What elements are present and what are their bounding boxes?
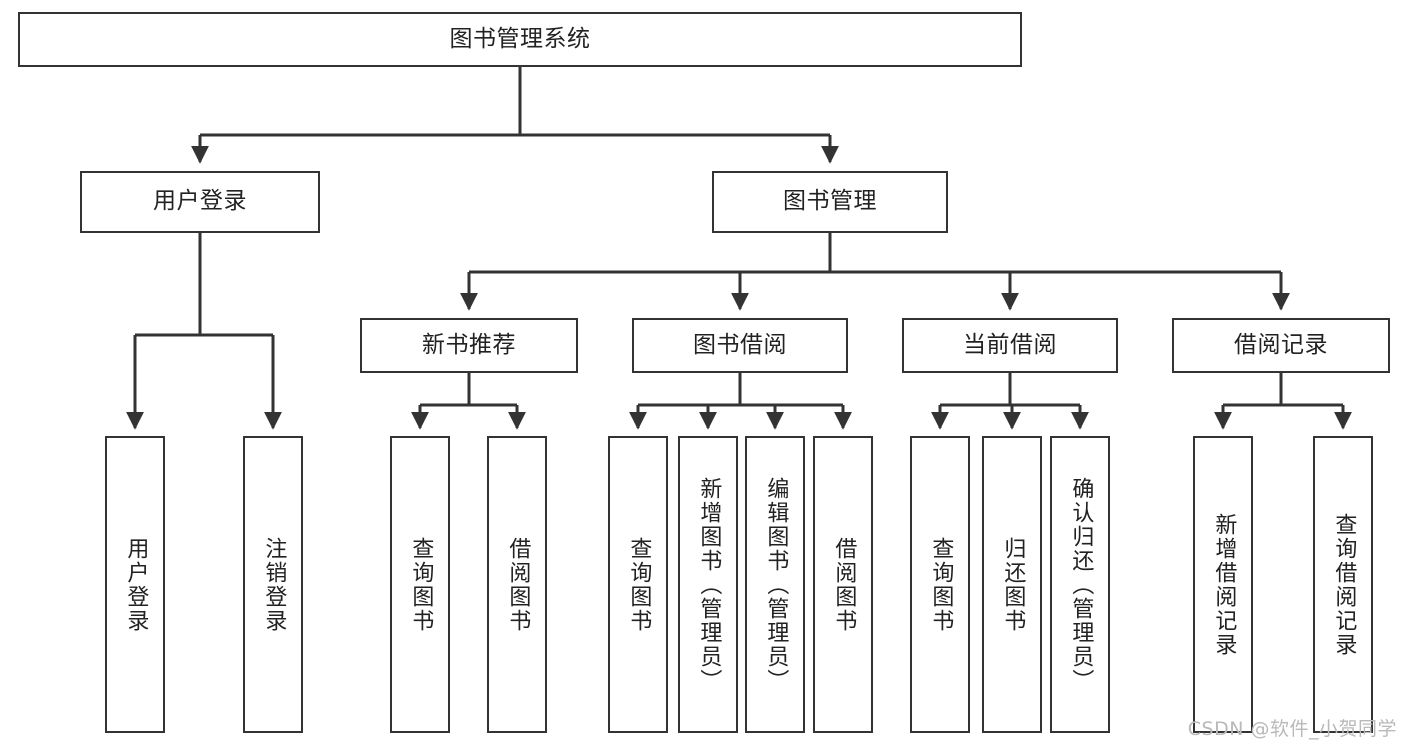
node-leaf-label: 用户登录 (123, 536, 149, 633)
node-book-borrow-label: 图书借阅 (693, 331, 787, 358)
node-leaf-label: 借阅图书 (831, 536, 857, 633)
node-leaf-borrow-book[interactable]: 借阅图书 (813, 436, 873, 733)
node-leaf-user-login[interactable]: 用户登录 (105, 436, 165, 733)
node-leaf-query-book-borrow[interactable]: 查询图书 (608, 436, 668, 733)
node-new-book-recommend-label: 新书推荐 (422, 331, 516, 358)
node-leaf-query-borrow-record[interactable]: 查询借阅记录 (1313, 436, 1373, 733)
node-leaf-label: 查询图书 (626, 536, 652, 633)
node-book-management[interactable]: 图书管理 (712, 171, 948, 233)
node-leaf-confirm-return-admin[interactable]: 确认归还（管理员） (1050, 436, 1110, 733)
node-leaf-label: 归还图书 (1000, 536, 1026, 633)
node-leaf-label: 确认归还（管理员） (1068, 476, 1094, 693)
node-book-borrow[interactable]: 图书借阅 (632, 318, 848, 373)
node-leaf-label: 查询借阅记录 (1331, 512, 1357, 657)
node-borrow-record-label: 借阅记录 (1234, 331, 1328, 358)
node-leaf-return-book[interactable]: 归还图书 (982, 436, 1042, 733)
node-user-login-label: 用户登录 (153, 188, 247, 215)
node-leaf-label: 新增借阅记录 (1211, 512, 1237, 657)
node-leaf-query-book-new[interactable]: 查询图书 (390, 436, 450, 733)
node-borrow-record[interactable]: 借阅记录 (1172, 318, 1390, 373)
node-leaf-query-book-current[interactable]: 查询图书 (910, 436, 970, 733)
node-leaf-label: 查询图书 (408, 536, 434, 633)
node-current-borrow-label: 当前借阅 (963, 331, 1057, 358)
node-leaf-logout[interactable]: 注销登录 (243, 436, 303, 733)
watermark: CSDN @软件_小贺同学 (1187, 718, 1397, 740)
node-leaf-label: 编辑图书（管理员） (763, 476, 789, 693)
node-leaf-edit-book-admin[interactable]: 编辑图书（管理员） (745, 436, 805, 733)
node-leaf-add-borrow-record[interactable]: 新增借阅记录 (1193, 436, 1253, 733)
node-user-login[interactable]: 用户登录 (80, 171, 320, 233)
node-root-label: 图书管理系统 (449, 25, 591, 52)
node-leaf-label: 查询图书 (928, 536, 954, 633)
node-leaf-label: 新增图书（管理员） (696, 476, 722, 693)
node-leaf-label: 借阅图书 (505, 536, 531, 633)
node-current-borrow[interactable]: 当前借阅 (902, 318, 1118, 373)
node-leaf-label: 注销登录 (261, 536, 287, 633)
node-root[interactable]: 图书管理系统 (18, 12, 1022, 67)
node-leaf-add-book-admin[interactable]: 新增图书（管理员） (678, 436, 738, 733)
node-new-book-recommend[interactable]: 新书推荐 (360, 318, 578, 373)
node-book-management-label: 图书管理 (783, 188, 877, 215)
node-leaf-borrow-book-new[interactable]: 借阅图书 (487, 436, 547, 733)
